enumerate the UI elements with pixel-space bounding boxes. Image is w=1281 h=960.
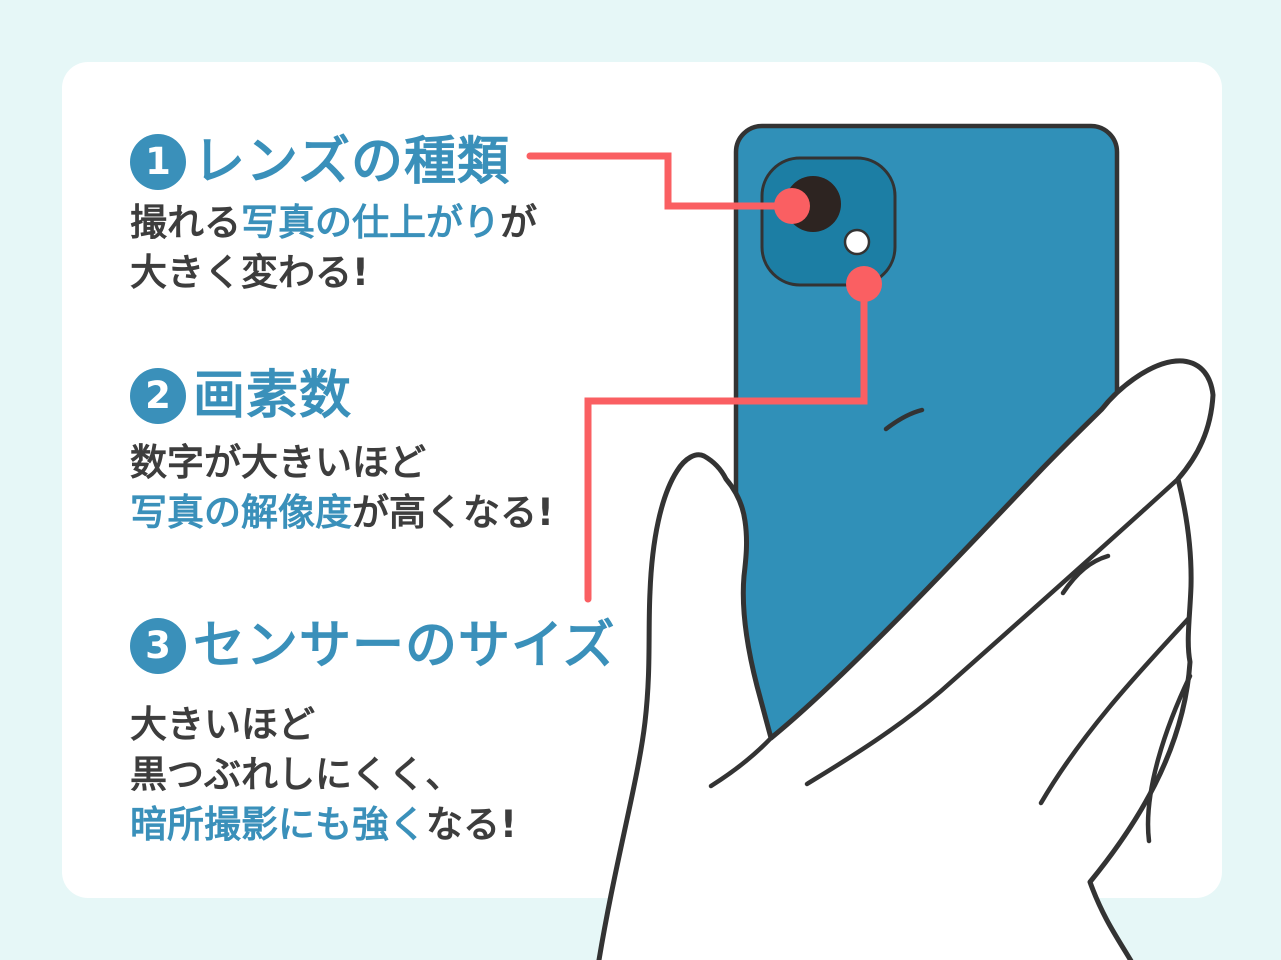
section-2-body-line-2: 写真の解像度が高くなる! (130, 491, 554, 534)
section-2-title: 画素数 (193, 365, 353, 426)
section-1-title: レンズの種類 (193, 131, 510, 192)
section-3-body-line-2: 黒つぶれしにくく、 (130, 753, 463, 796)
section-3-body-line-3: 暗所撮影にも強くなる! (130, 803, 517, 846)
section-sensor-size: 3 センサーのサイズ 大きいほど 黒つぶれしにくく、 暗所撮影にも強くなる! (130, 617, 615, 850)
section-3-title: センサーのサイズ (193, 615, 616, 676)
section-1-body-line-2: 大きく変わる! (130, 251, 369, 294)
section-3-body-line-1: 大きいほど (130, 703, 315, 746)
section-1-title-row: 1 レンズの種類 (130, 133, 537, 190)
section-2-body-line-1: 数字が大きいほど (130, 441, 426, 484)
section-pixel-count: 2 画素数 数字が大きいほど 写真の解像度が高くなる! (130, 367, 554, 538)
section-2-title-row: 2 画素数 (130, 367, 554, 424)
section-lens-type: 1 レンズの種類 撮れる写真の仕上がりが 大きく変わる! (130, 133, 537, 298)
section-1-body-line-1: 撮れる写真の仕上がりが (130, 201, 537, 244)
section-2-badge: 2 (130, 367, 186, 424)
section-3-badge: 3 (130, 617, 186, 674)
section-3-title-row: 3 センサーのサイズ (130, 617, 615, 674)
section-1-badge: 1 (130, 133, 186, 190)
